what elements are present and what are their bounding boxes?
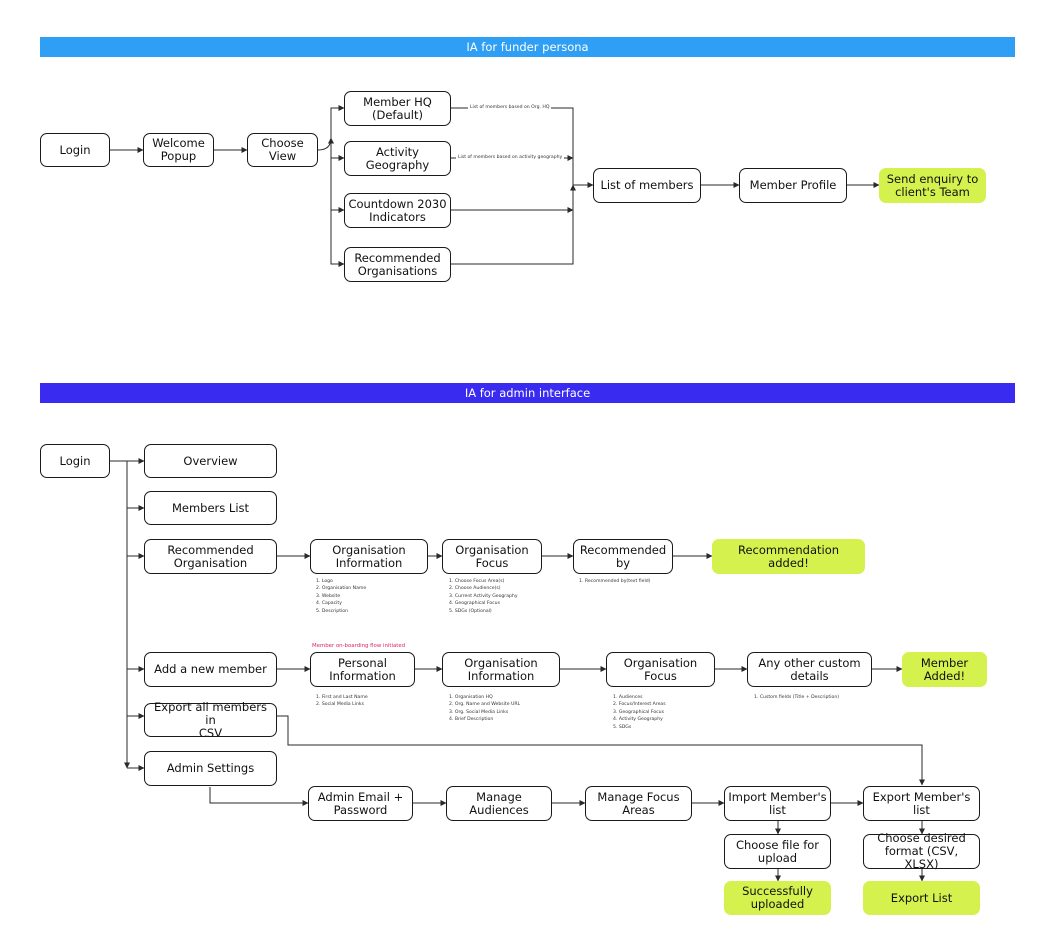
choose-view-node[interactable]: Choose View bbox=[247, 133, 318, 167]
choose-format-node[interactable]: Choose desired format (CSV, XLSX) bbox=[863, 832, 980, 871]
note-personal-info: 1. First and Last Name 2. Social Media L… bbox=[316, 694, 368, 709]
note-line: 2. Focus/Interest Areas bbox=[613, 702, 666, 708]
countdown-indicators-node[interactable]: Countdown 2030 Indicators bbox=[344, 193, 451, 228]
note-line: 3. Geographical Focus bbox=[613, 709, 664, 715]
recommendation-added-node[interactable]: Recommendation added! bbox=[712, 539, 865, 574]
note-line: 1. Custom fields (Title + Description) bbox=[754, 695, 840, 700]
note-line: 2. Organisation Name bbox=[316, 586, 367, 592]
note-line: 4. Activity Geography bbox=[613, 717, 663, 723]
recommended-organisation-node[interactable]: Recommended Organisation bbox=[144, 539, 277, 574]
members-list-node[interactable]: Members List bbox=[144, 491, 277, 525]
note-org-info-2: 1. Organisation HQ 2. Org. Name and Webs… bbox=[449, 694, 520, 724]
send-enquiry-node[interactable]: Send enquiry to client's Team bbox=[879, 168, 986, 203]
import-members-list-node[interactable]: Import Member's list bbox=[724, 786, 831, 821]
successfully-uploaded-node[interactable]: Successfully uploaded bbox=[724, 881, 831, 915]
note-line: 5. SDGs bbox=[613, 724, 632, 730]
note-line: 1. Choose Focus Area(s) bbox=[449, 579, 505, 584]
recommended-organisations-node[interactable]: Recommended Organisations bbox=[344, 247, 451, 282]
note-line: 3. Website bbox=[316, 593, 341, 599]
note-line: 2. Social Media Links bbox=[316, 702, 364, 708]
note-org-focus: 1. Choose Focus Area(s) 2. Choose Audien… bbox=[449, 578, 518, 615]
note-org-focus-2: 1. Audiences 2. Focus/Interest Areas 3. … bbox=[613, 694, 666, 731]
member-hq-node[interactable]: Member HQ (Default) bbox=[344, 91, 451, 126]
personal-information-node[interactable]: Personal Information bbox=[310, 652, 415, 687]
organisation-information-node[interactable]: Organisation Information bbox=[310, 539, 428, 574]
member-profile-node[interactable]: Member Profile bbox=[739, 168, 847, 203]
choose-file-node[interactable]: Choose file for upload bbox=[724, 834, 831, 869]
overview-node[interactable]: Overview bbox=[144, 444, 277, 478]
note-line: 1. Logo bbox=[316, 579, 333, 584]
note-line: 1. Audiences bbox=[613, 695, 643, 700]
funder-login-node[interactable]: Login bbox=[40, 133, 110, 167]
welcome-popup-node[interactable]: Welcome Popup bbox=[143, 133, 214, 167]
note-line: 3. Current Activity Geography bbox=[449, 593, 518, 599]
note-line: 4. Geographical Focus bbox=[449, 601, 500, 607]
note-line: 1. Organisation HQ bbox=[449, 695, 493, 700]
note-line: 4. Capacity bbox=[316, 601, 342, 607]
note-line: 3. Org. Social Media Links bbox=[449, 709, 509, 715]
admin-section-banner: IA for admin interface bbox=[40, 383, 1015, 403]
activity-geography-node[interactable]: Activity Geography bbox=[344, 141, 451, 176]
member-added-node[interactable]: Member Added! bbox=[902, 652, 987, 687]
note-line: 5. SDGs (Optional) bbox=[449, 608, 492, 614]
manage-audiences-node[interactable]: Manage Audiences bbox=[446, 786, 552, 821]
note-line: 2. Choose Audience(s) bbox=[449, 586, 501, 592]
export-members-list-node[interactable]: Export Member's list bbox=[863, 786, 980, 821]
edge-label-activity-geography: List of members based on activity geogra… bbox=[456, 155, 565, 160]
note-line: 2. Org. Name and Website URL bbox=[449, 702, 521, 708]
organisation-focus-node[interactable]: Organisation Focus bbox=[442, 539, 542, 574]
edge-label-org-hq: List of members based on Org. HQ bbox=[468, 105, 552, 110]
recommended-by-node[interactable]: Recommended by bbox=[573, 539, 673, 574]
funder-section-banner: IA for funder persona bbox=[40, 37, 1015, 57]
list-of-members-node[interactable]: List of members bbox=[593, 168, 701, 203]
admin-settings-node[interactable]: Admin Settings bbox=[144, 751, 277, 786]
custom-details-node[interactable]: Any other custom details bbox=[747, 652, 872, 687]
organisation-information-2-node[interactable]: Organisation Information bbox=[442, 652, 560, 687]
note-line: 5. Description bbox=[316, 608, 349, 614]
note-org-info: 1. Logo 2. Organisation Name 3. Website … bbox=[316, 578, 366, 615]
export-csv-node[interactable]: Export all members in CSV bbox=[144, 700, 277, 739]
note-line: 4. Brief Description bbox=[449, 717, 494, 723]
organisation-focus-2-node[interactable]: Organisation Focus bbox=[606, 652, 715, 687]
onboarding-flag: Member on-boarding flow initiated bbox=[312, 643, 406, 649]
admin-email-password-node[interactable]: Admin Email + Password bbox=[308, 786, 413, 821]
note-recommended-by: 1. Recommended by(text field) bbox=[579, 578, 650, 585]
note-line: 1. First and Last Name bbox=[316, 695, 368, 700]
note-custom-details: 1. Custom fields (Title + Description) bbox=[754, 694, 839, 701]
add-new-member-node[interactable]: Add a new member bbox=[144, 652, 277, 687]
manage-focus-areas-node[interactable]: Manage Focus Areas bbox=[585, 786, 692, 821]
admin-login-node[interactable]: Login bbox=[40, 444, 110, 478]
note-line: 1. Recommended by(text field) bbox=[579, 579, 651, 584]
export-list-node[interactable]: Export List bbox=[863, 881, 980, 915]
